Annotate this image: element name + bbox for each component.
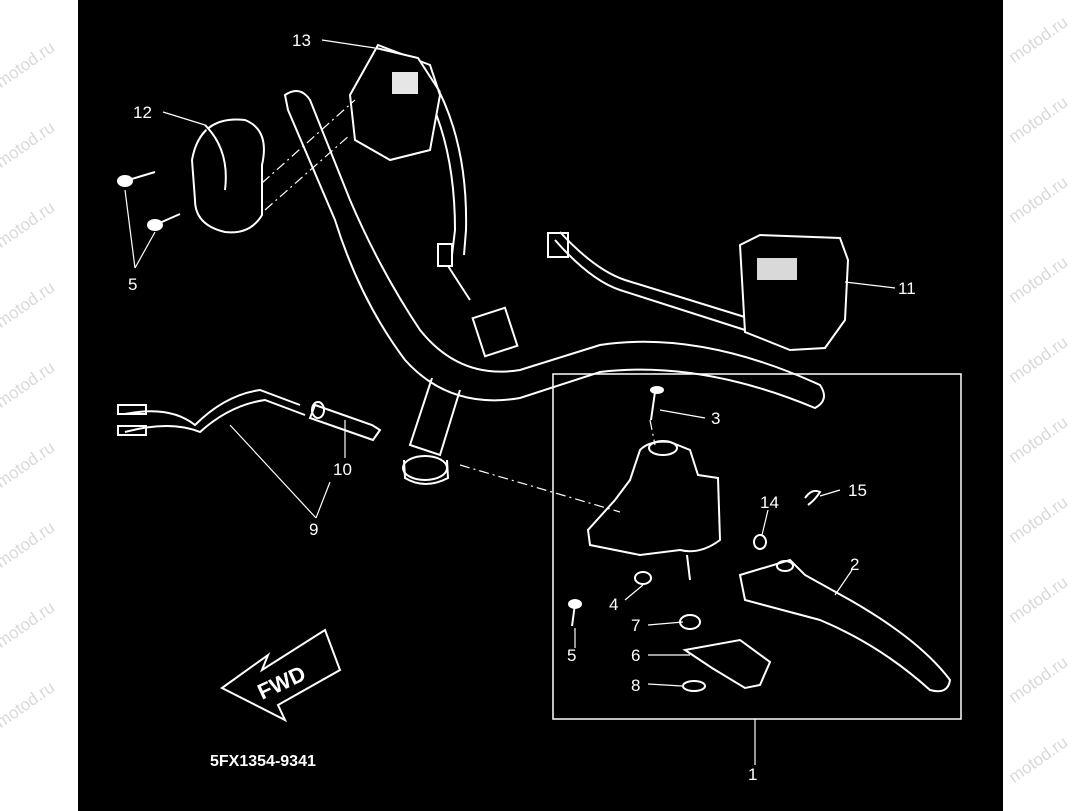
handlebar: [283, 90, 825, 485]
callouts: 13 12 5 11 3 10 9 15 14 2 4 7 5 6 8 1: [128, 31, 916, 784]
handlebar-end-10: [308, 401, 382, 442]
assembly-lines: [261, 99, 656, 513]
clutch-lever: [738, 558, 952, 693]
callout-10: 10: [333, 460, 352, 479]
fwd-label: FWD: [254, 661, 310, 705]
screws-left: [117, 171, 181, 231]
switch-11: [547, 231, 850, 352]
callout-4: 4: [609, 595, 618, 614]
callout-11: 11: [898, 279, 916, 298]
wire-harness-9: [117, 388, 306, 436]
part-code: 5FX1354-9341: [210, 753, 316, 770]
callout-7: 7: [631, 616, 640, 635]
callout-9: 9: [309, 520, 318, 539]
callout-3: 3: [711, 409, 720, 428]
callout-15: 15: [848, 481, 867, 500]
right-switch-housing: [348, 43, 442, 162]
callout-leaders: [124, 39, 896, 765]
callout-6: 6: [631, 646, 640, 665]
callout-13: 13: [292, 31, 311, 50]
callout-1: 1: [748, 765, 757, 784]
callout-5a: 5: [128, 275, 137, 294]
callout-12: 12: [133, 103, 152, 122]
lever-bracket: [586, 440, 722, 581]
callout-5b: 5: [567, 646, 576, 665]
bolt-3: [650, 386, 664, 421]
left-switch-housing: [190, 118, 265, 234]
inset-box: [552, 373, 962, 720]
callout-14: 14: [760, 493, 779, 512]
callout-2: 2: [850, 555, 859, 574]
callout-8: 8: [631, 676, 640, 695]
fwd-arrow: FWD: [220, 628, 342, 723]
